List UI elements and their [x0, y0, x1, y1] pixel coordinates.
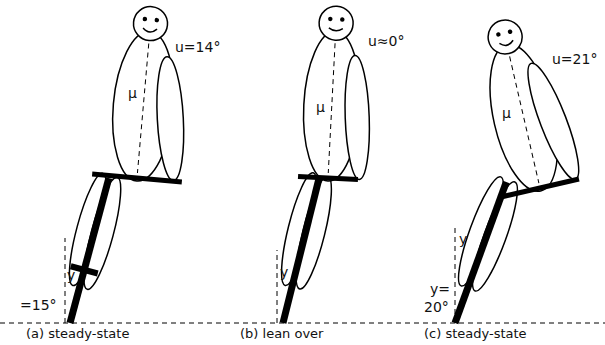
angle-value: =15° — [20, 298, 57, 313]
angle-label: y — [280, 265, 288, 280]
angle-label: y= — [430, 282, 450, 297]
angle-symbol: μ — [128, 86, 137, 101]
angle-label: y — [459, 232, 467, 247]
angle-value: 20° — [424, 300, 449, 315]
angle-symbol: μ — [316, 100, 325, 115]
caption-text: (a) steady-state — [26, 327, 129, 341]
angle-symbol: μ — [502, 106, 511, 121]
angle-label: u≈0° — [368, 34, 405, 49]
caption-text: (b) lean over — [240, 327, 323, 341]
angle-label: y — [67, 268, 75, 283]
angle-label: u=14° — [175, 40, 220, 55]
caption-text: (c) steady-state — [424, 327, 527, 341]
angle-label: u=21° — [552, 52, 597, 67]
